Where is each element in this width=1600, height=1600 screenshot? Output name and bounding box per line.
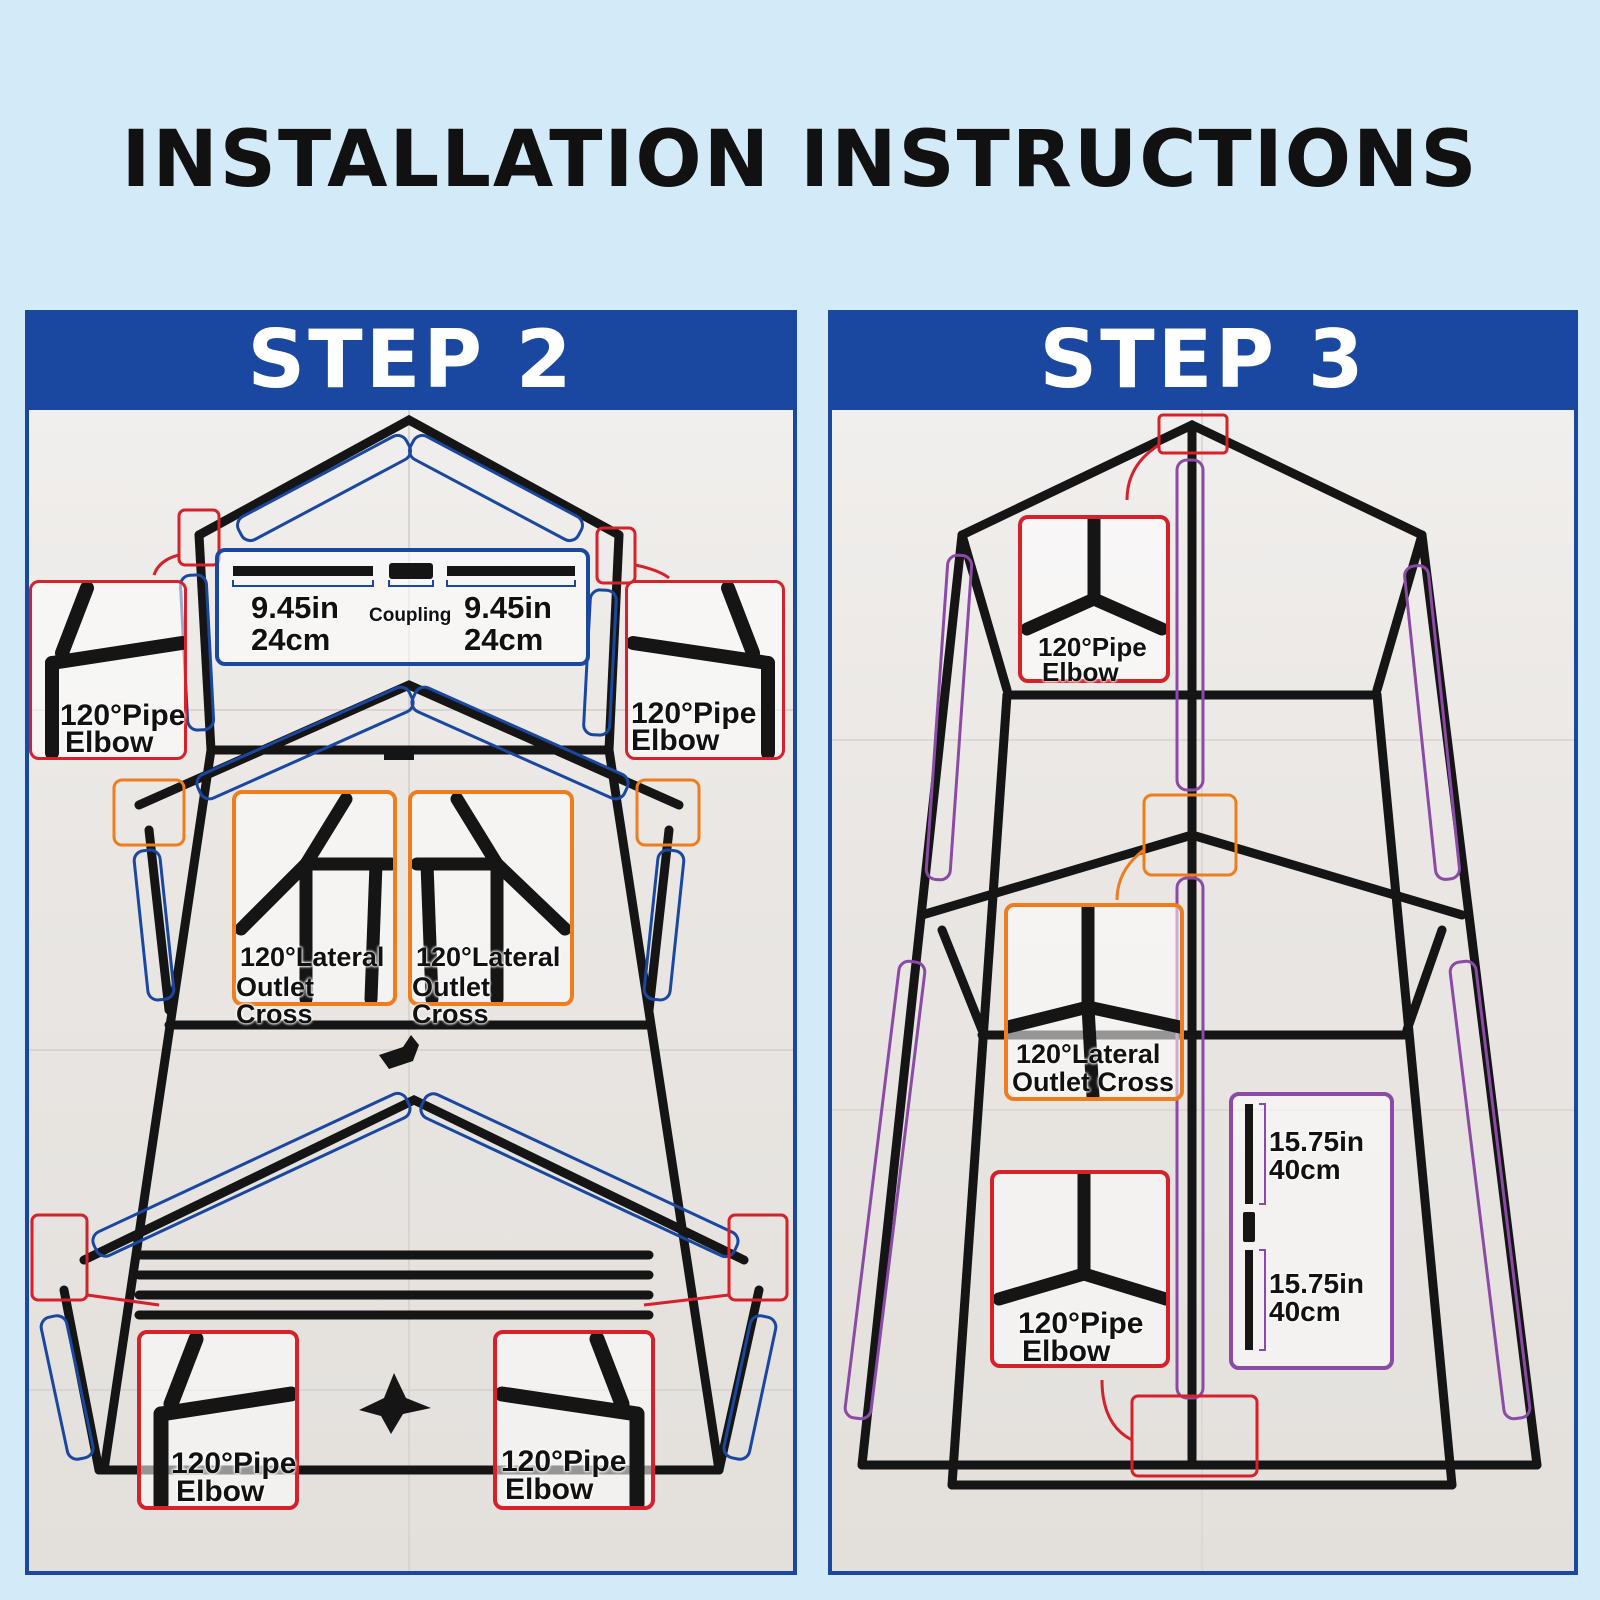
elbow-detail-image <box>994 1174 1166 1306</box>
coupled-pipe-diagram <box>1243 1103 1266 1351</box>
step3-elbow-bottom-callout: 120°Pipe Elbow <box>990 1170 1170 1368</box>
step3-cross-callout: 120°Lateral Outlet Cross <box>1004 903 1184 1101</box>
elbow-detail-image <box>45 583 184 757</box>
step2-elbow-top-right-callout: 120°Pipe Elbow <box>625 580 785 760</box>
step2-pipe-right-in: 9.45in <box>464 590 552 625</box>
step2-pipe-left-cm: 24cm <box>251 622 331 657</box>
step2-header: STEP 2 <box>247 313 575 406</box>
step2-cross-left-callout: 120°Lateral Outlet Cross <box>232 790 397 1028</box>
elbow-detail-image <box>628 583 775 757</box>
step3-elbow-top-callout: 120°Pipe Elbow <box>1018 515 1170 687</box>
step2-elbow-bottom-left-callout: 120°Pipe Elbow <box>137 1330 299 1510</box>
step2-elbow-top-left-callout: 120°Pipe Elbow <box>29 580 187 760</box>
step3-elbow-top-line2: Elbow <box>1042 657 1119 687</box>
step3-pipe-upper-in: 15.75in <box>1269 1126 1364 1157</box>
step3-pipe-upper-cm: 40cm <box>1269 1154 1341 1185</box>
step2-cross-left-line1: 120°Lateral <box>240 942 385 972</box>
step3-elbow-top-line1: 120°Pipe <box>1038 632 1147 662</box>
step2-cross-right-callout: 120°Lateral Outlet Cross <box>408 790 574 1028</box>
step3-elbow-bottom-line1: 120°Pipe <box>1018 1307 1144 1340</box>
step2-elbow-top-right-line2: Elbow <box>631 724 720 757</box>
elbow-detail-image <box>497 1334 645 1506</box>
step2-pipe-left-in: 9.45in <box>251 590 339 625</box>
step3-header: STEP 3 <box>1039 313 1367 406</box>
cross-detail-image <box>1008 907 1180 1097</box>
step2-pipe-spec-callout: 9.45in 24cm Coupling 9.45in 24cm <box>215 548 590 666</box>
step3-frame-illustration <box>832 410 1574 1571</box>
step3-pipe-lower-in: 15.75in <box>1269 1268 1364 1299</box>
cross-detail-image <box>412 794 570 1002</box>
step2-cross-left-line2: Outlet Cross <box>236 972 314 1029</box>
step3-pipe-lower-cm: 40cm <box>1269 1296 1341 1327</box>
step3-photo: 120°Pipe Elbow 120°Lateral Outlet Cross … <box>832 410 1574 1571</box>
page-title: INSTALLATION INSTRUCTIONS <box>121 115 1479 205</box>
step2-elbow-top-right-line1: 120°Pipe <box>631 697 757 730</box>
step2-panel: STEP 2 <box>25 310 797 1575</box>
step2-frame-illustration <box>29 410 793 1571</box>
step2-elbow-top-left-line1: 120°Pipe <box>60 699 186 732</box>
step2-coupling-label: Coupling <box>369 605 452 626</box>
step3-cross-line1: 120°Lateral <box>1016 1039 1161 1069</box>
step3-panel: STEP 3 <box>828 310 1578 1575</box>
step2-photo: 9.45in 24cm Coupling 9.45in 24cm 120°Pip… <box>29 410 793 1571</box>
cross-detail-image <box>236 794 393 1002</box>
step3-pipe-spec-callout: 15.75in 40cm 15.75in 40cm <box>1229 1092 1394 1370</box>
step2-cross-right-line1: 120°Lateral <box>416 942 561 972</box>
elbow-detail-image <box>153 1334 295 1506</box>
step2-elbow-bottom-right-line2: Elbow <box>505 1473 594 1506</box>
step3-elbow-bottom-line2: Elbow <box>1022 1335 1111 1368</box>
step2-elbow-bottom-left-line1: 120°Pipe <box>171 1447 297 1480</box>
elbow-detail-image <box>1022 519 1166 636</box>
step2-cross-right-line2: Outlet Cross <box>412 972 490 1029</box>
coupled-pipe-diagram <box>232 563 576 587</box>
step2-pipe-right-cm: 24cm <box>464 622 544 657</box>
step2-elbow-bottom-right-line1: 120°Pipe <box>501 1445 627 1478</box>
step2-elbow-bottom-right-callout: 120°Pipe Elbow <box>493 1330 655 1510</box>
step2-elbow-top-left-line2: Elbow <box>65 726 154 759</box>
step2-elbow-bottom-left-line2: Elbow <box>176 1475 265 1508</box>
step3-cross-line2: Outlet Cross <box>1012 1067 1175 1097</box>
